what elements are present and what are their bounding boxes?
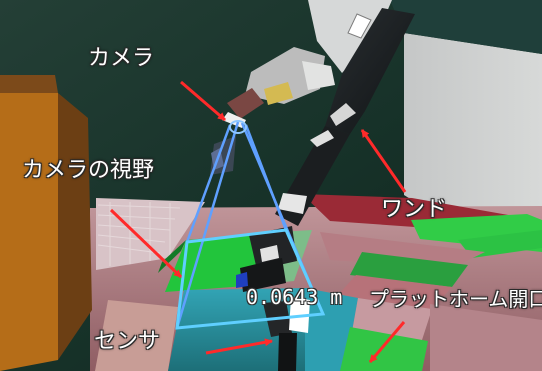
platform-opening-label: プラットホーム開口 <box>369 287 542 311</box>
camera-fov-label: カメラの視野 <box>22 158 155 183</box>
camera-fov-arrow <box>109 208 183 279</box>
platform-opening-arrow <box>368 321 406 363</box>
distance-readout: 0.0643 m <box>246 285 343 309</box>
sensor-arrow <box>205 338 273 355</box>
sensor-label: センサ <box>94 329 161 354</box>
wand-label: ワンド <box>381 197 448 222</box>
camera-label: カメラ <box>88 46 155 71</box>
wand-arrow <box>360 129 407 193</box>
camera-arrow <box>180 80 226 122</box>
